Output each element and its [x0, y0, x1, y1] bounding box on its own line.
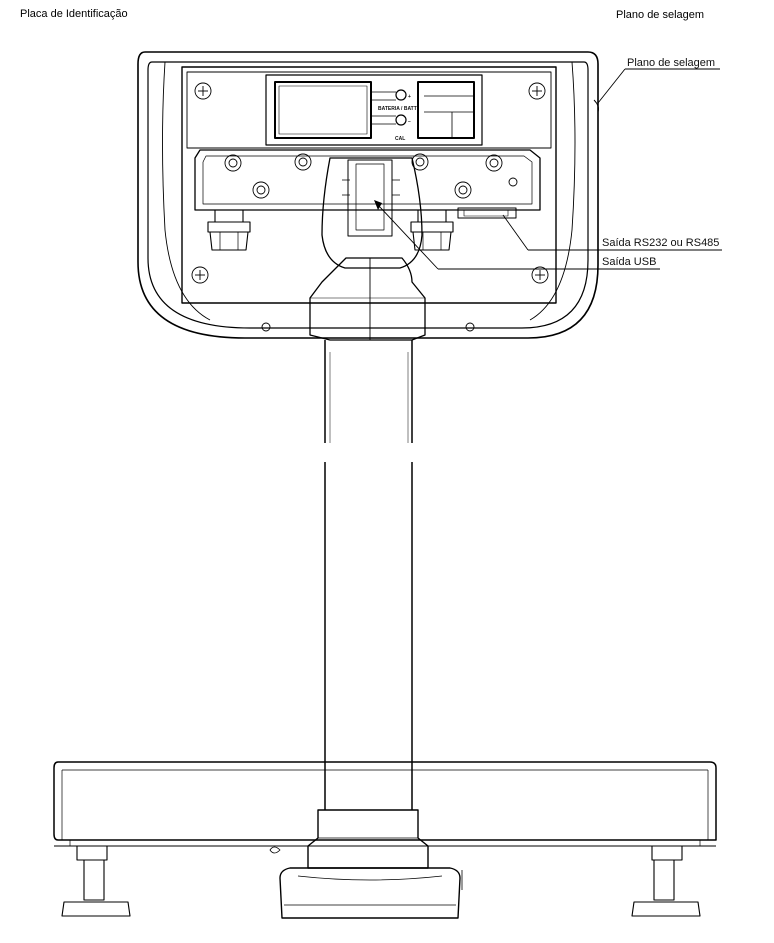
platform-base [53, 761, 717, 841]
cable-gland-icon [207, 209, 251, 251]
nut-icon [411, 153, 429, 171]
screw-icon [531, 266, 549, 284]
rear-panel [181, 66, 557, 304]
battery-window [274, 81, 372, 139]
connector-icon [457, 207, 517, 219]
column-collar [307, 809, 429, 869]
head-side-curve-left [162, 61, 211, 321]
rs-callout-line [502, 214, 529, 251]
usb-output-label: Saída USB [602, 256, 656, 268]
nut-icon [294, 153, 312, 171]
connector-bracket [194, 149, 541, 211]
seal-plane-label: Plano de selagem [627, 57, 715, 69]
nut-icon [454, 181, 472, 199]
base-foot [279, 867, 461, 919]
svg-text:+: + [408, 94, 411, 100]
screw-icon [465, 322, 475, 332]
leveling-foot-left [61, 845, 131, 917]
battery-label: BATERIA / BATT [378, 106, 417, 112]
head-outer-housing [137, 51, 599, 339]
svg-text:−: − [408, 119, 411, 125]
battery-compartment [265, 74, 483, 146]
screw-icon [261, 322, 271, 332]
head-side-curve-right [529, 61, 576, 321]
rear-panel-inner [186, 71, 552, 149]
usb-callout-line [377, 204, 439, 270]
head-inner-housing [147, 61, 589, 329]
nut-icon [485, 154, 503, 172]
rs-output-label: Saída RS232 ou RS485 [602, 237, 719, 249]
screw-icon [528, 82, 546, 100]
screw-icon [191, 266, 209, 284]
screw-icon [194, 82, 212, 100]
neck-bracket [321, 157, 423, 269]
nut-icon [252, 181, 270, 199]
seal-plane-title: Plano de selagem [616, 9, 705, 21]
leveling-foot-right [631, 845, 701, 917]
battery-icon [417, 81, 475, 139]
nameplate-title: Placa de Identificação [20, 8, 128, 20]
seal-callout-line [597, 68, 626, 104]
nut-icon [224, 154, 242, 172]
cal-label: CAL [395, 136, 405, 142]
cable-gland-icon [410, 209, 454, 251]
